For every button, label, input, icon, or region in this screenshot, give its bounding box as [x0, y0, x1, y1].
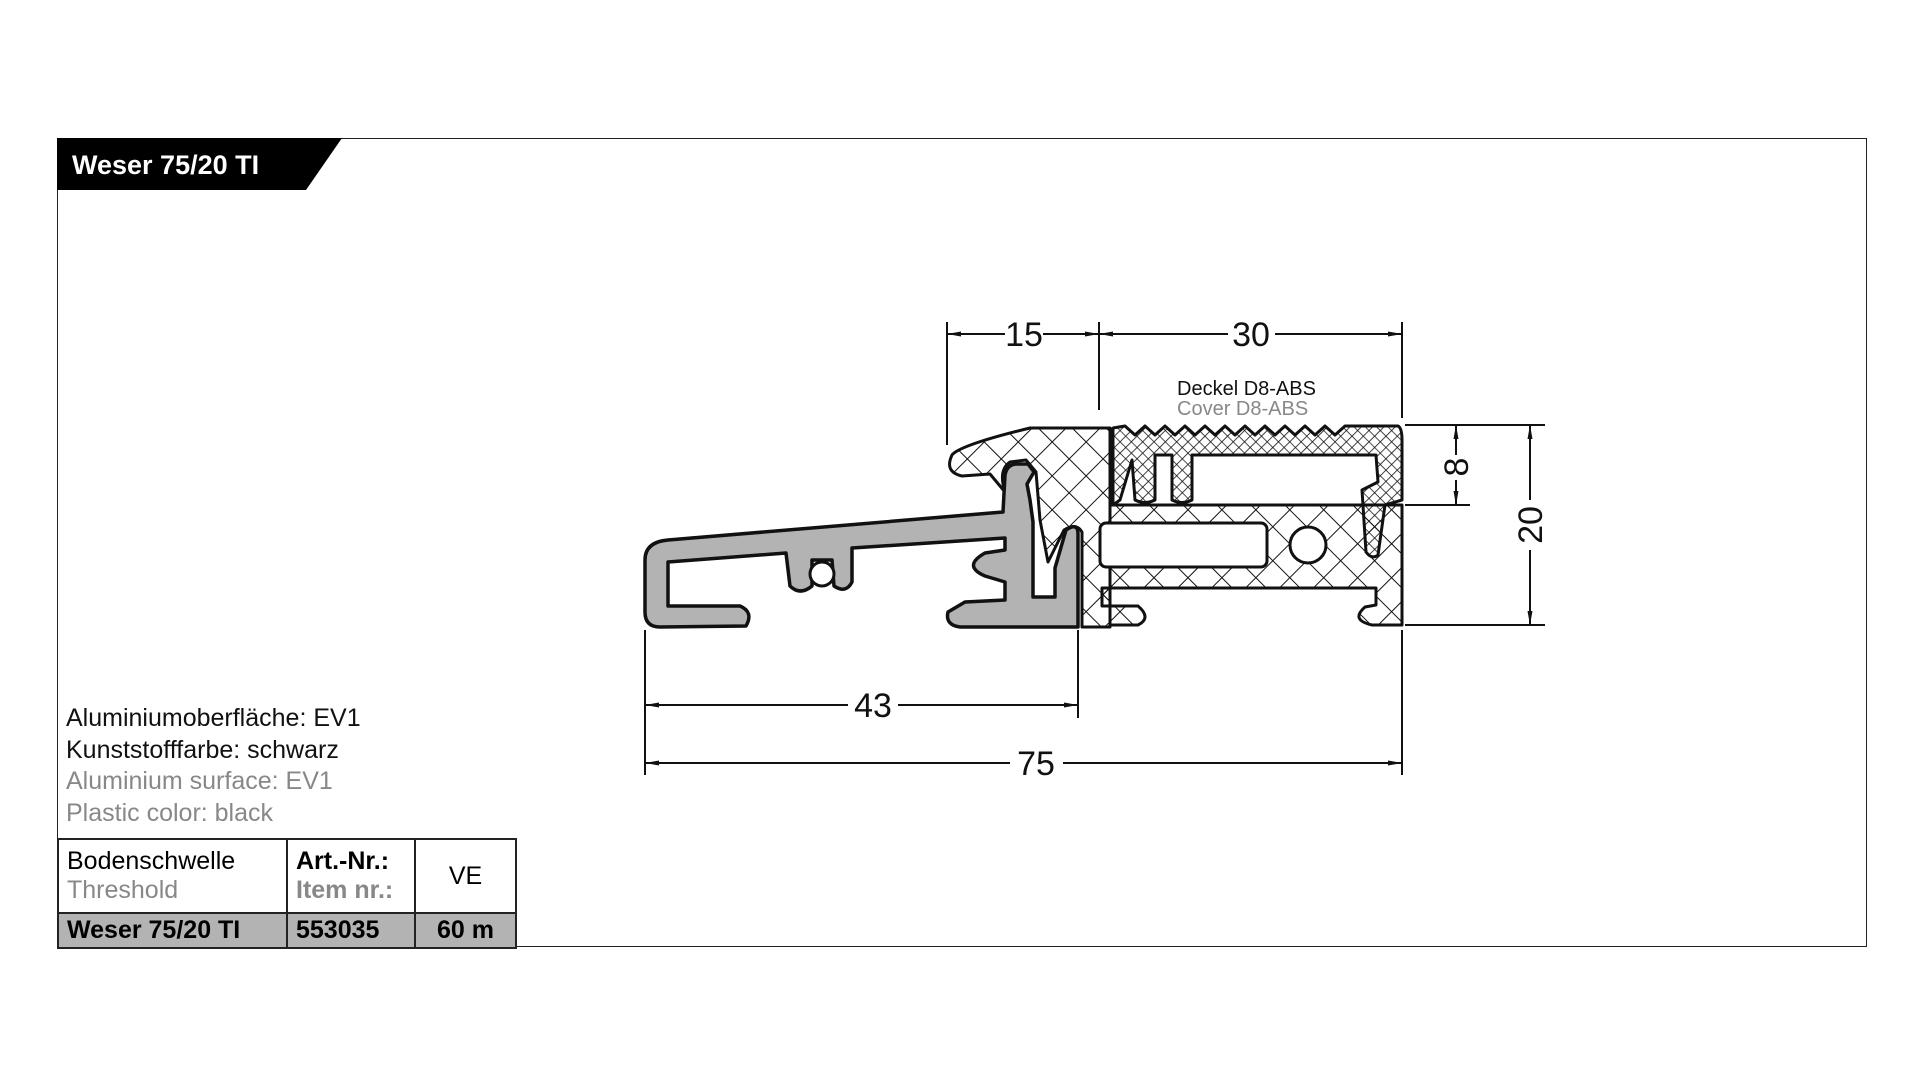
title: Weser 75/20 TI — [72, 150, 259, 180]
product-cell: Bodenschwelle Threshold — [57, 838, 288, 914]
product-de: Bodenschwelle — [67, 847, 236, 875]
product-name: Weser 75/20 TI — [57, 912, 288, 949]
plastic-insert-left — [948, 426, 1112, 629]
spec-surface-de: Aluminiumoberfläche: EV1 — [66, 704, 361, 732]
spec-color-de: Kunststofffarbe: schwarz — [66, 736, 339, 764]
cover-label-en: Cover D8-ABS — [1177, 398, 1308, 420]
dim-75: 75 — [1017, 745, 1055, 783]
cover-label-de: Deckel D8-ABS — [1177, 378, 1316, 400]
dim-8: 8 — [1438, 458, 1476, 477]
ve-header: VE — [414, 838, 517, 914]
artnr-de: Art.-Nr.: — [296, 847, 390, 875]
artnr-en: Item nr.: — [296, 876, 394, 904]
article-number: 553035 — [286, 912, 416, 949]
plastic-base-slot — [1098, 521, 1269, 569]
dimensions — [644, 322, 1545, 775]
dim-20: 20 — [1512, 506, 1550, 544]
artnr-header: Art.-Nr.: Item nr.: — [286, 838, 416, 914]
title-tab — [57, 138, 342, 190]
product-table: Bodenschwelle Threshold Art.-Nr.: Item n… — [57, 838, 517, 949]
spec-surface-en: Aluminium surface: EV1 — [66, 767, 333, 795]
dim-15: 15 — [1005, 316, 1043, 354]
drawing-frame — [57, 138, 1867, 947]
product-en: Threshold — [67, 876, 179, 904]
dim-30: 30 — [1232, 316, 1270, 354]
aluminium-screw-channel — [808, 560, 836, 588]
screw-channel — [1288, 525, 1328, 565]
cover-d8-abs — [1111, 424, 1404, 559]
spec-color-en: Plastic color: black — [66, 799, 274, 827]
packaging-unit: 60 m — [414, 912, 517, 949]
dim-43: 43 — [854, 687, 892, 725]
aluminium-profile — [643, 462, 1080, 629]
